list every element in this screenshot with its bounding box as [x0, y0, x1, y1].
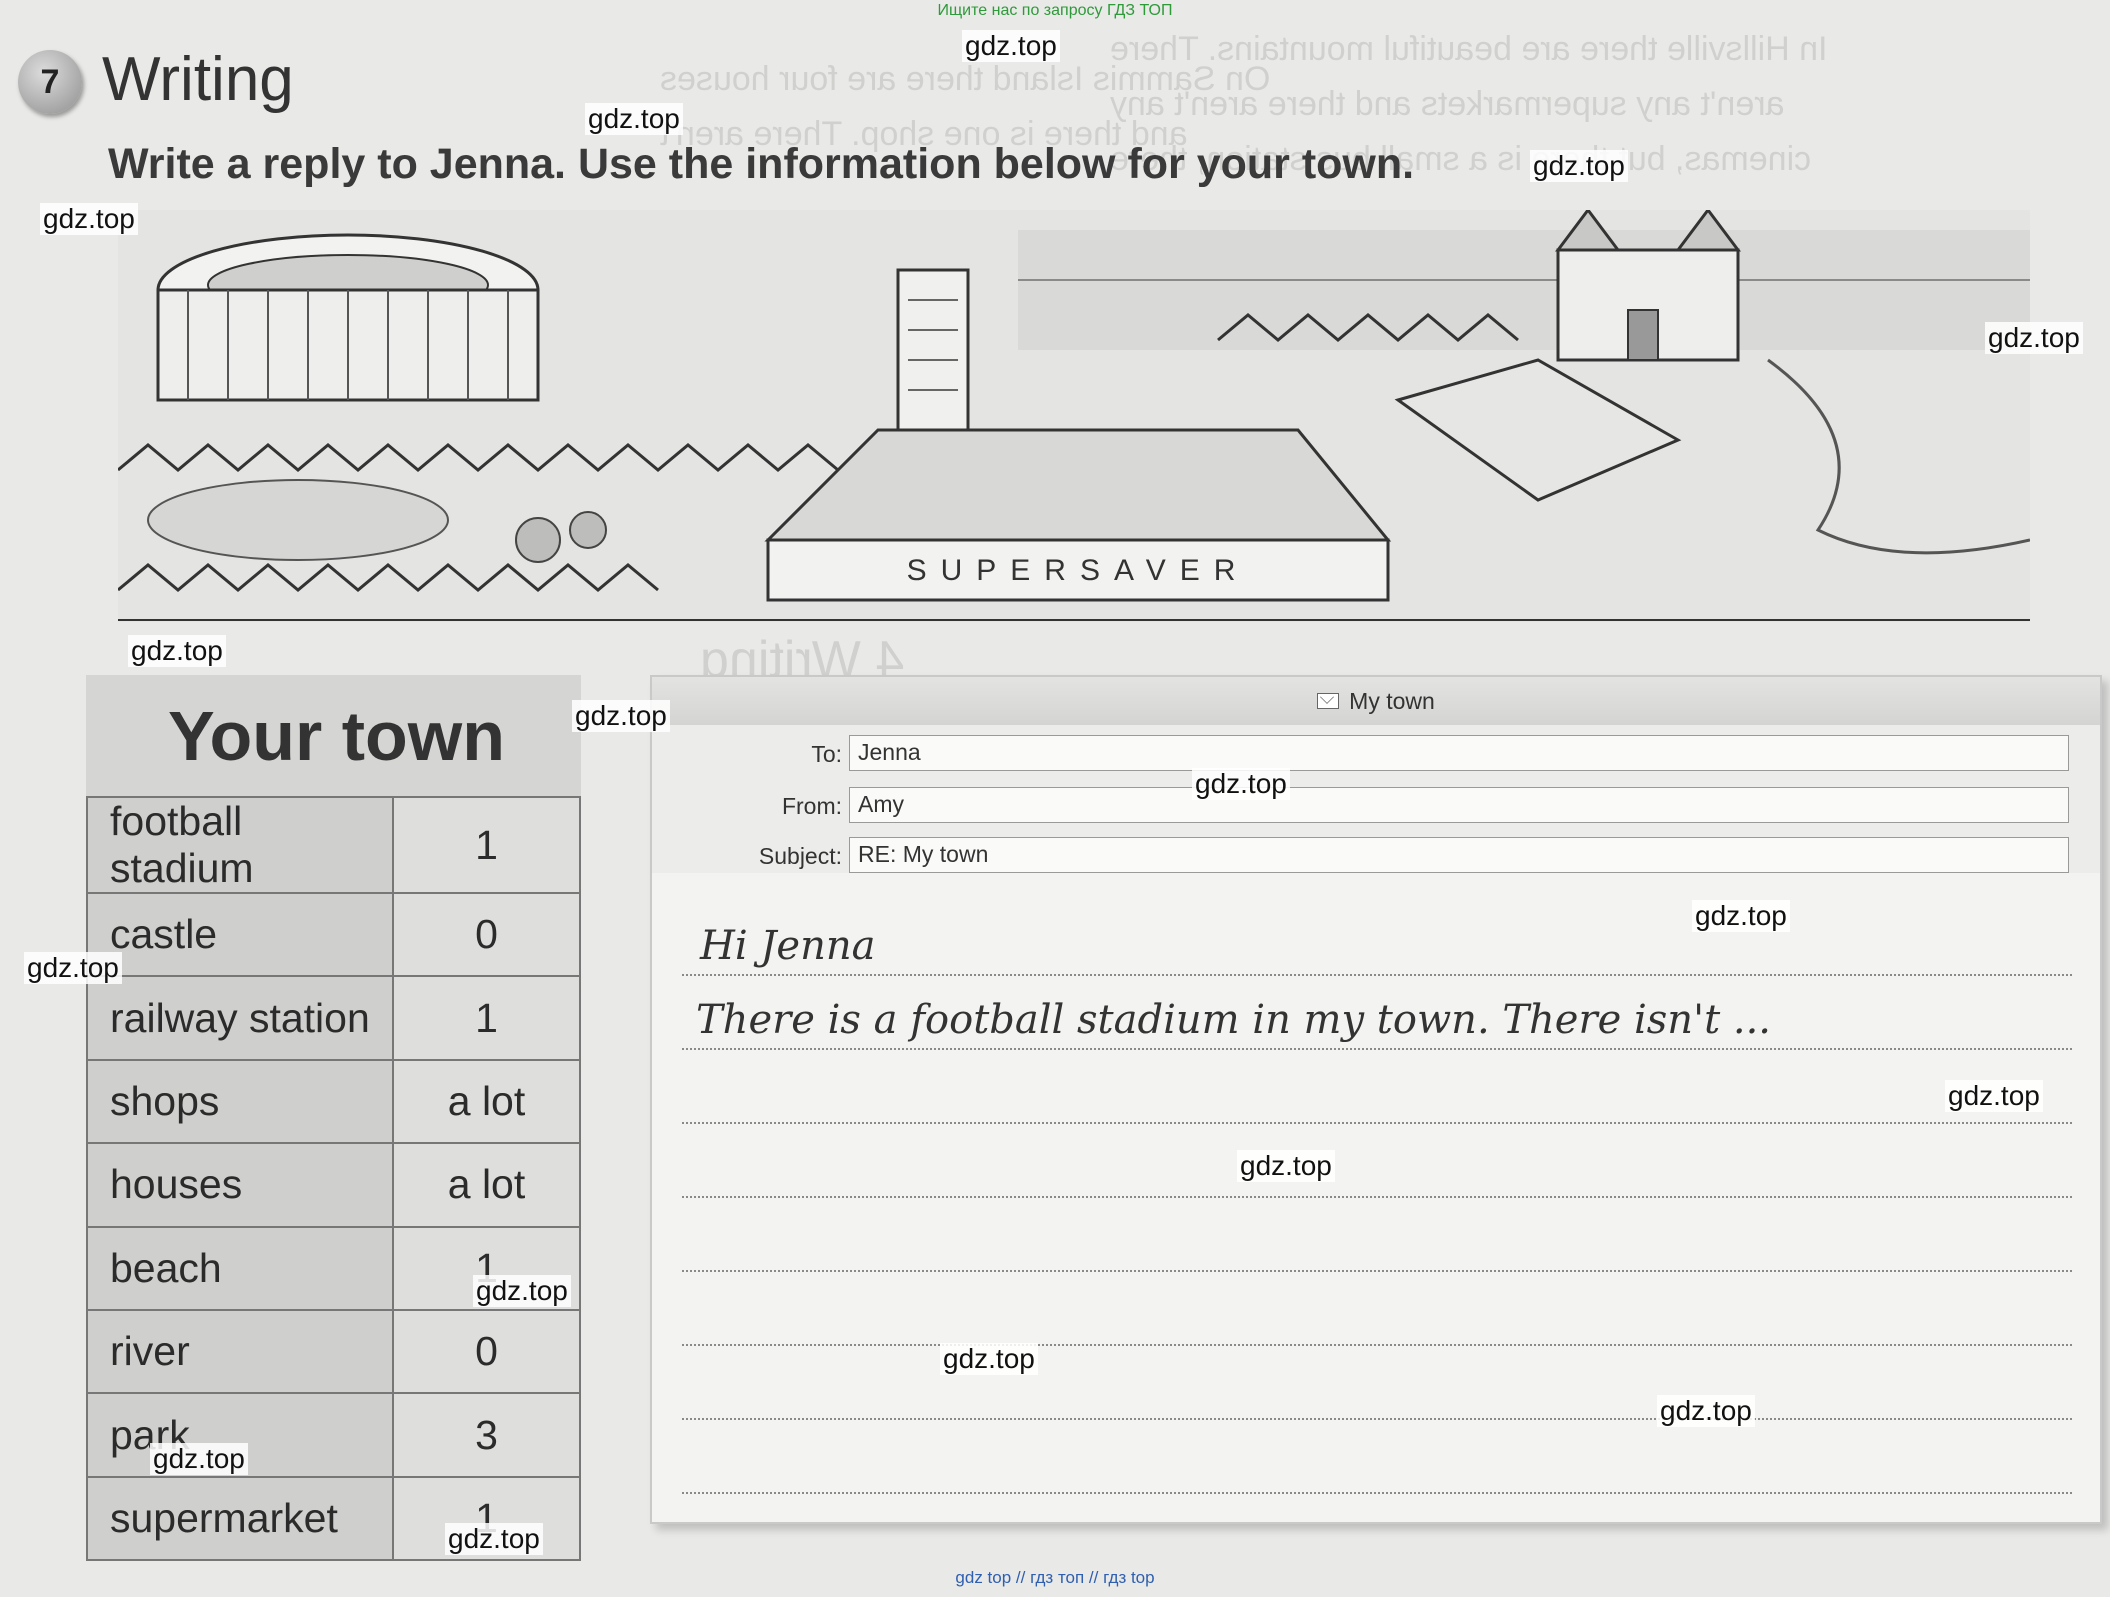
footer-note: gdz top // гдз топ // гдз top [955, 1568, 1155, 1587]
subject-label: Subject: [758, 843, 842, 869]
watermark: gdz.top [572, 700, 670, 733]
email-titlebar: My town [652, 677, 2100, 725]
town-amount: 3 [392, 1392, 581, 1478]
your-town-title: Your town [168, 697, 505, 775]
town-amount: 0 [392, 891, 581, 978]
supersaver-sign: SUPERSAVER [907, 554, 1250, 587]
subject-field[interactable]: RE: My town [849, 837, 2069, 873]
writing-line [682, 974, 2072, 976]
watermark: gdz.top [445, 1523, 543, 1556]
writing-line [682, 1196, 2072, 1198]
town-amount: a lot [392, 1058, 581, 1145]
writing-line [682, 1270, 2072, 1272]
watermark: gdz.top [962, 30, 1060, 63]
town-place: football stadium [86, 796, 394, 894]
town-illustration: SUPERSAVER [118, 210, 2030, 622]
writing-line [682, 1492, 2072, 1494]
watermark: gdz.top [1945, 1080, 2043, 1113]
town-place: houses [86, 1142, 394, 1228]
watermark: gdz.top [24, 952, 122, 985]
watermark: gdz.top [128, 635, 226, 668]
writing-line [682, 1344, 2072, 1346]
from-label: From: [781, 793, 842, 819]
to-field[interactable]: Jenna [849, 735, 2069, 771]
top-note: Ищите нас по запросу ГДЗ ТОП [937, 2, 1173, 19]
watermark: gdz.top [1657, 1395, 1755, 1428]
watermark: gdz.top [1692, 900, 1790, 933]
watermark: gdz.top [940, 1343, 1038, 1376]
supermarket-drawing: SUPERSAVER [764, 428, 1392, 602]
town-amount: 1 [392, 975, 581, 1061]
writing-line [682, 1418, 2072, 1420]
watermark: gdz.top [1530, 150, 1628, 183]
writing-line [682, 1048, 2072, 1050]
email-greeting: Hi Jenna [700, 923, 876, 969]
town-place: river [86, 1308, 394, 1395]
castle-drawing [1555, 210, 1741, 362]
stadium-drawing [156, 233, 540, 402]
instruction-text: Write a reply to Jenna. Use the informat… [108, 140, 1415, 188]
town-amount: 1 [392, 796, 581, 894]
from-field[interactable]: Amy [849, 787, 2069, 823]
envelope-icon [1317, 693, 1340, 709]
watermark: gdz.top [1985, 322, 2083, 355]
town-place: railway station [86, 975, 394, 1061]
email-header: To: Jenna From: Amy Subject: RE: My town [652, 725, 2100, 873]
email-window: My town To: Jenna From: Amy Subject: RE:… [650, 675, 2102, 1524]
to-label: To: [811, 741, 842, 767]
town-place: castle [86, 891, 394, 978]
watermark: gdz.top [585, 103, 683, 136]
town-place: shops [86, 1058, 394, 1145]
writing-line [682, 1122, 2072, 1124]
email-window-title: My town [1349, 687, 1435, 714]
section-title: Writing [102, 45, 294, 114]
section-number-badge: 7 [18, 50, 82, 114]
watermark: gdz.top [1192, 768, 1290, 801]
town-amount: 0 [392, 1308, 581, 1395]
town-amount: a lot [392, 1142, 581, 1228]
town-place: beach [86, 1225, 394, 1311]
watermark: gdz.top [473, 1275, 571, 1308]
watermark: gdz.top [150, 1443, 248, 1476]
email-first-line: There is a football stadium in my town. … [696, 997, 1771, 1043]
town-place: supermarket [86, 1475, 394, 1562]
watermark: gdz.top [1237, 1150, 1335, 1183]
watermark: gdz.top [40, 203, 138, 236]
